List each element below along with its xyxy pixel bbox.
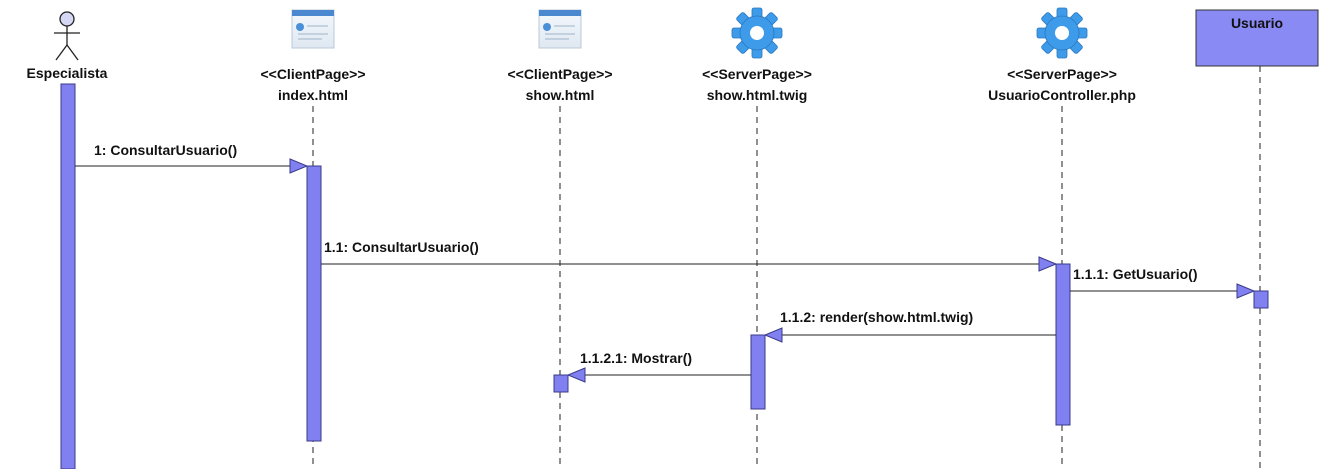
activation-bar xyxy=(750,334,766,410)
message-1-1-2: 1.1.2: render(show.html.twig) xyxy=(763,309,1056,343)
stereotype-label: <<ServerPage>> xyxy=(702,66,812,82)
arrowhead xyxy=(1236,283,1256,299)
stereotype-label: <<ClientPage>> xyxy=(507,66,612,82)
activation-bar xyxy=(1253,290,1269,309)
gear-icon xyxy=(731,7,783,59)
activation-bar xyxy=(553,374,569,393)
client-page-icon xyxy=(538,9,582,49)
arrowhead xyxy=(566,367,586,383)
message-label: 1.1.1: GetUsuario() xyxy=(1073,266,1197,282)
message-1-1-2-1: 1.1.2.1: Mostrar() xyxy=(566,350,751,383)
lifeline-usuario: Usuario xyxy=(1195,9,1319,469)
stereotype-label: <<ServerPage>> xyxy=(1007,66,1117,82)
gear-icon xyxy=(1036,7,1088,59)
lifeline-show-html: <<ClientPage>> show.html xyxy=(507,9,613,469)
activation-bar xyxy=(306,165,322,442)
object-name: Usuario xyxy=(1231,15,1283,31)
lifeline-name: UsuarioController.php xyxy=(988,87,1136,103)
message-1-1-1: 1.1.1: GetUsuario() xyxy=(1070,266,1256,299)
client-page-icon xyxy=(291,9,335,49)
lifeline-especialista: Especialista xyxy=(27,11,108,469)
lifeline-index-html: <<ClientPage>> index.html xyxy=(260,9,366,469)
message-label: 1.1.2.1: Mostrar() xyxy=(580,350,692,366)
message-1-1: 1.1: ConsultarUsuario() xyxy=(321,239,1058,272)
activation-bar xyxy=(60,83,76,469)
stereotype-label: <<ClientPage>> xyxy=(260,66,365,82)
lifeline-name: index.html xyxy=(278,87,348,103)
object-box xyxy=(1195,9,1319,67)
message-1: 1: ConsultarUsuario() xyxy=(75,142,309,174)
arrowhead xyxy=(1038,256,1058,272)
lifeline-usuario-controller: <<ServerPage>> UsuarioController.php xyxy=(988,7,1136,469)
actor-name: Especialista xyxy=(27,65,108,81)
arrowhead xyxy=(289,158,309,174)
message-label: 1: ConsultarUsuario() xyxy=(94,142,237,158)
activation-bar xyxy=(1055,263,1071,426)
actor-icon xyxy=(54,11,80,61)
lifeline-name: show.html.twig xyxy=(707,87,808,103)
lifeline-name: show.html xyxy=(526,87,595,103)
arrowhead xyxy=(763,327,783,343)
lifeline-show-html-twig: <<ServerPage>> show.html.twig xyxy=(702,7,812,469)
message-label: 1.1: ConsultarUsuario() xyxy=(324,239,479,255)
message-label: 1.1.2: render(show.html.twig) xyxy=(780,309,973,325)
